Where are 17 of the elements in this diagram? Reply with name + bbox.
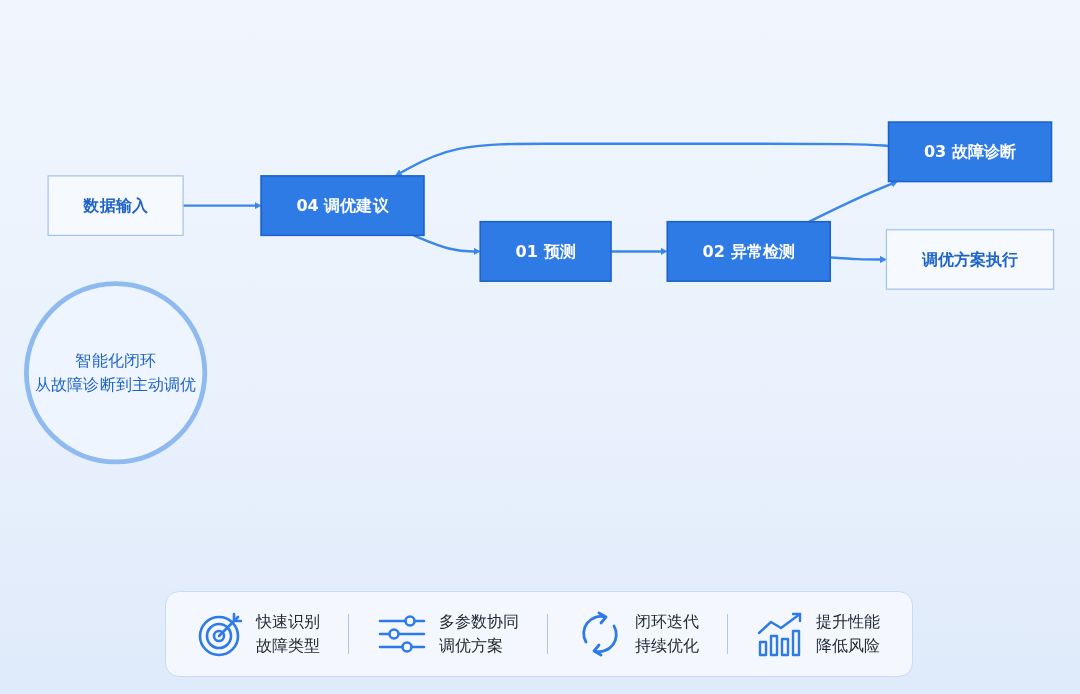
- feature-text: 多参数协同调优方案: [439, 611, 520, 657]
- node-box: 01 预测: [479, 220, 612, 282]
- node-box: 数据输入: [47, 175, 184, 236]
- feature-text: 快速识别故障类型: [256, 611, 321, 657]
- node-box: 调优方案执行: [885, 229, 1055, 290]
- node-box: 02 异常检测: [666, 220, 831, 282]
- feature-text: 提升性能降低风险: [815, 611, 880, 657]
- arrow: [413, 234, 481, 255]
- arrow: [611, 247, 668, 255]
- node-box: 03 故障诊断: [887, 121, 1053, 183]
- arrow: [830, 255, 887, 263]
- arrow: [808, 180, 898, 223]
- arrow: [394, 142, 889, 177]
- arrow: [183, 202, 262, 210]
- feature-text: 闭环迭代持续优化: [634, 611, 699, 657]
- node-circle: 智能化闭环 从故障诊断到主动调优: [24, 281, 208, 465]
- node-box: 04 调优建议: [260, 175, 425, 237]
